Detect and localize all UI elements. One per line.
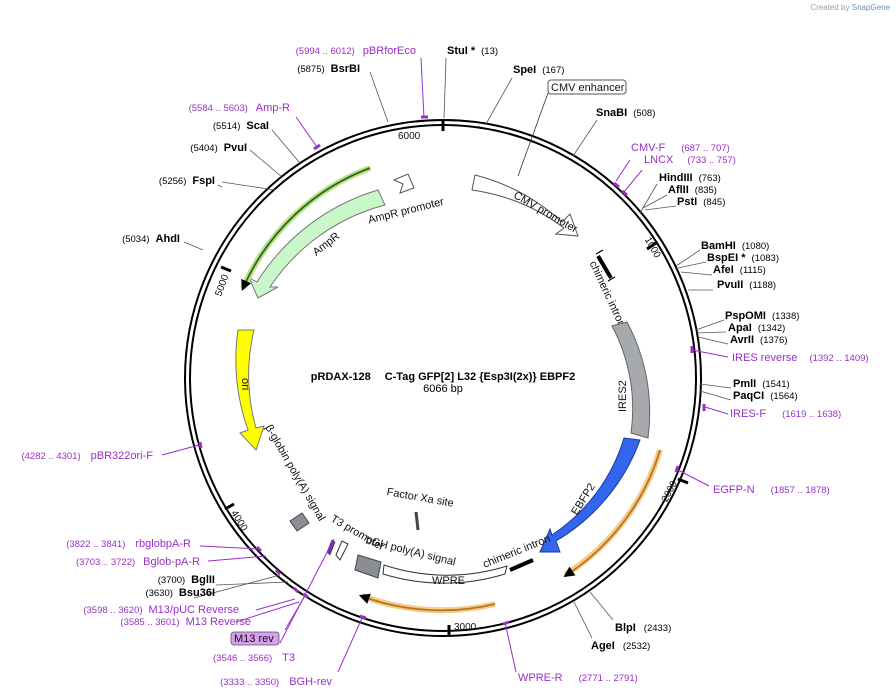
enzyme-hindiii[interactable]: HindIII(763): [659, 172, 721, 184]
enzyme-bspei[interactable]: BspEI *(1083): [707, 252, 779, 264]
cmv-enhancer-leader: [517, 92, 549, 177]
enzyme-paqci[interactable]: PaqCI(1564): [733, 390, 798, 402]
enzyme-bglii[interactable]: (3700)BglII: [158, 574, 215, 586]
bgh-polya-feature[interactable]: [354, 554, 382, 579]
tick-label-2000: 2000: [660, 479, 680, 504]
ires2-label: IRES2: [617, 380, 629, 412]
primer-t3[interactable]: (3546 .. 3566)T3: [213, 652, 295, 664]
chimeric-intron-top-bar[interactable]: [596, 254, 613, 280]
enzyme-pvui[interactable]: (5404)PvuI: [190, 142, 247, 154]
enzyme-agei[interactable]: AgeI(2532): [591, 640, 650, 652]
enzyme-pmli[interactable]: PmlI(1541): [733, 378, 790, 390]
plasmid-name: pRDAX-128: [311, 371, 371, 383]
wpre-label: WPRE: [432, 575, 465, 587]
orf-bottom-arrow[interactable]: [358, 593, 496, 612]
plasmid-description: C-Tag GFP[2] L32 {Esp3I(2x)} EBPF2: [385, 371, 576, 383]
attribution-prefix: Created by: [810, 3, 850, 12]
enzyme-scai[interactable]: (5514)ScaI: [213, 120, 269, 132]
enzyme-stui[interactable]: StuI *(13): [447, 45, 498, 57]
ori-arrow[interactable]: [235, 329, 265, 451]
primer-pbr322ori-f[interactable]: (4282 .. 4301)pBR322ori-F: [21, 450, 153, 462]
enzyme-pvuii[interactable]: PvuII(1188): [717, 279, 776, 291]
factor-xa-label: Factor Xa site: [386, 486, 455, 510]
m13-rev-box[interactable]: [230, 631, 280, 646]
primer-bgh-rev[interactable]: (3333 .. 3350)BGH-rev: [220, 676, 332, 688]
cmv-enhancer-label: CMV enhancer: [551, 82, 625, 94]
chimeric-intron-bottom-bar[interactable]: [509, 558, 534, 572]
cmv-promoter-label: CMV promoter: [511, 189, 579, 235]
plasmid-size: 6066 bp: [423, 383, 463, 395]
primer-binding-marks: [198, 115, 706, 626]
primer-lncx[interactable]: LNCX(733 .. 757): [644, 154, 736, 166]
snapgene-logo: SnapGene: [851, 3, 890, 12]
primer-ires-reverse[interactable]: IRES reverse(1392 .. 1409): [732, 352, 869, 364]
primer-wpre-r[interactable]: WPRE-R(2771 .. 2791): [518, 672, 638, 684]
primer-egfp-n[interactable]: EGFP-N(1857 .. 1878): [713, 484, 830, 496]
primer-pbrforeco[interactable]: (5994 .. 6012)pBRforEco: [296, 45, 416, 57]
enzyme-afei[interactable]: AfeI(1115): [713, 264, 766, 276]
primer-m13-reverse[interactable]: (3585 .. 3601)M13 Reverse: [120, 616, 251, 628]
beta-globin-polya-feature[interactable]: [289, 512, 310, 532]
cmv-promoter-arrow[interactable]: [471, 174, 579, 237]
tick-label-4000: 4000: [228, 509, 249, 534]
beta-globin-polya-label: β-globin poly(A) signal: [262, 423, 327, 523]
enzyme-fspi[interactable]: (5256)FspI: [159, 175, 215, 187]
tick-marks: [220, 120, 689, 636]
primer-cmv-f[interactable]: CMV-F(687 .. 707): [631, 142, 730, 154]
primer-leader-lines: [161, 57, 729, 673]
factor-xa-mark[interactable]: [414, 511, 420, 531]
wpre-feature[interactable]: [382, 564, 508, 584]
cmv-enhancer-box[interactable]: [547, 79, 627, 95]
enzyme-aflii[interactable]: AflII(835): [668, 184, 717, 196]
primer-amp-r[interactable]: (5584 .. 5603)Amp-R: [189, 102, 290, 114]
primer-m13-rev: M13 rev: [234, 633, 274, 645]
enzyme-psppomi[interactable]: PspOMI(1338): [725, 310, 799, 322]
enzyme-ahdi[interactable]: (5034)AhdI: [122, 233, 180, 245]
enzyme-avrii[interactable]: AvrII(1376): [730, 334, 788, 346]
primer-bglob-pa-r[interactable]: (3703 .. 3722)Bglob-pA-R: [76, 556, 200, 568]
tick-label-5000: 5000: [213, 273, 231, 298]
ori-label: ori: [239, 378, 251, 390]
primer-m13-puc-reverse[interactable]: (3598 .. 3620)M13/pUC Reverse: [83, 604, 239, 616]
ires2-feature[interactable]: [611, 321, 651, 439]
enzyme-blpi[interactable]: BlpI(2433): [615, 622, 671, 634]
orf-right-arrow[interactable]: [563, 449, 661, 577]
snapgene-attribution: Created by SnapGene: [810, 3, 890, 12]
enzyme-apai[interactable]: ApaI(1342): [728, 322, 785, 334]
enzyme-bsu36i[interactable]: (3630)Bsu36I: [145, 587, 215, 599]
ampr-arrow[interactable]: [247, 189, 386, 299]
enzyme-bsrbi[interactable]: (5875)BsrBI: [297, 63, 360, 75]
enzyme-snabi[interactable]: SnaBI(508): [596, 107, 655, 119]
orf-ampr-arrow[interactable]: [241, 167, 371, 291]
enzyme-spei[interactable]: SpeI(167): [513, 64, 564, 76]
enzyme-psti[interactable]: PstI(845): [677, 196, 725, 208]
plasmid-title: pRDAX-128 C-Tag GFP[2] L32 {Esp3I(2x)} EB…: [311, 371, 575, 383]
ampr-promoter-arrow[interactable]: [392, 173, 415, 194]
tick-label-6000: 6000: [398, 131, 421, 142]
ebfp2-arrow[interactable]: [539, 437, 641, 553]
t3-promoter-label: T3 promoter: [328, 513, 386, 554]
t3-promoter-feature[interactable]: [335, 540, 349, 561]
enzyme-leader-lines: [183, 57, 732, 639]
primer-rbglobpa-r[interactable]: (3822 .. 3841)rbglobpA-R: [66, 538, 191, 550]
primer-ires-f[interactable]: IRES-F(1619 .. 1638): [730, 408, 841, 420]
tick-label-3000: 3000: [454, 622, 477, 633]
enzyme-bamhi[interactable]: BamHI(1080): [701, 240, 769, 252]
t3-primer-site: [326, 539, 336, 556]
